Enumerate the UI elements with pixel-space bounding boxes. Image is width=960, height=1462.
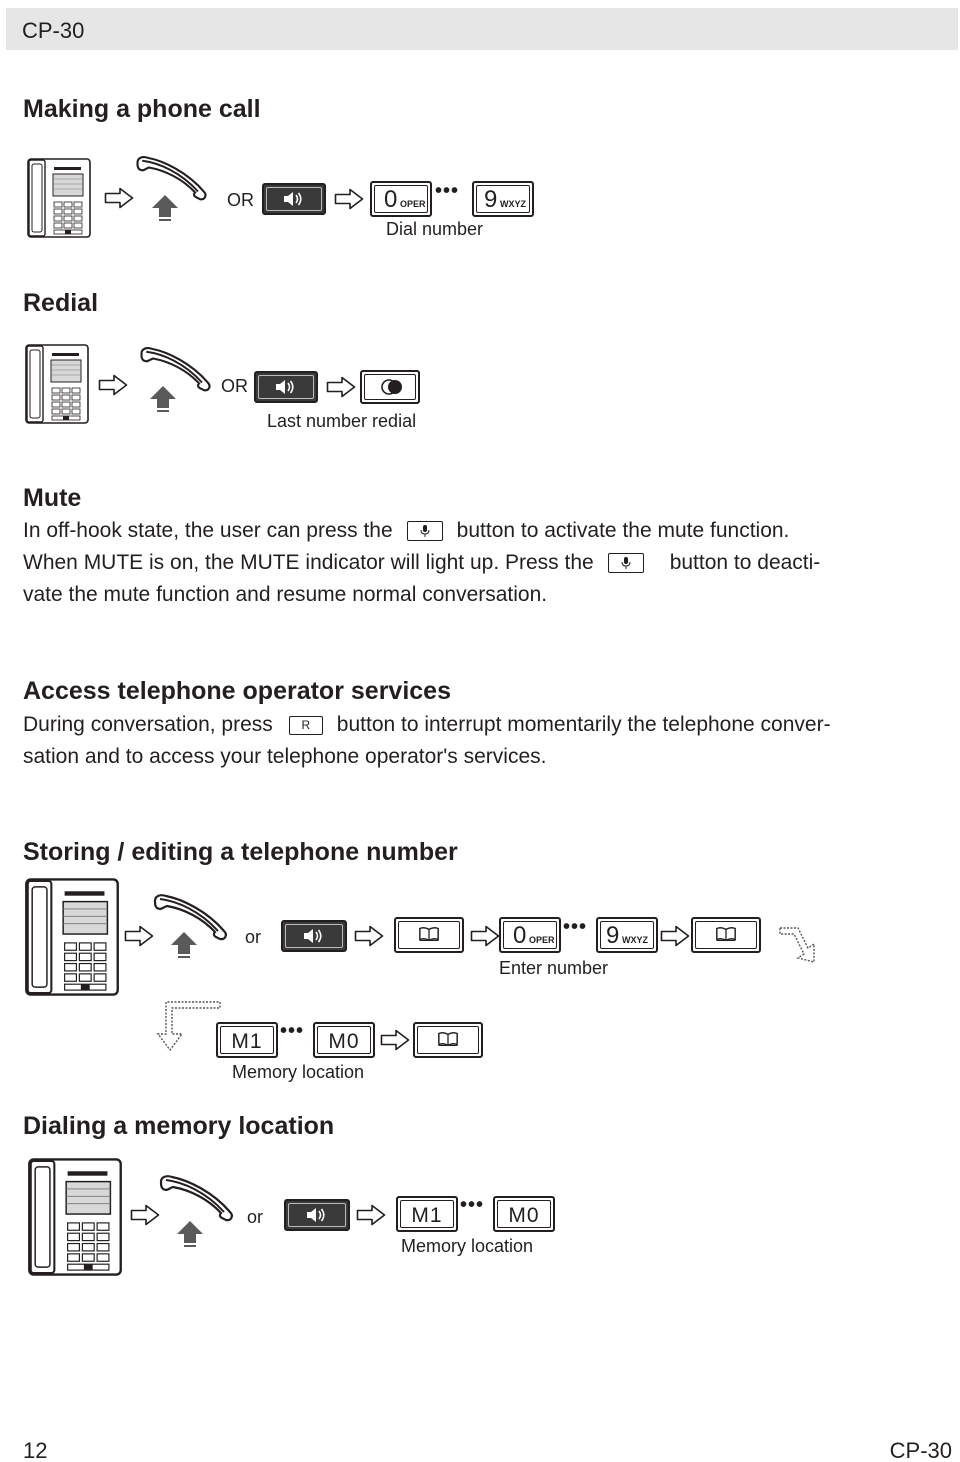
caption-memory-location: Memory location [401,1236,534,1256]
speaker-icon [304,1205,330,1225]
page-number: 12 [23,1438,48,1462]
header-title: CP-30 [22,18,85,43]
speaker-key [254,371,318,403]
desk-phone-icon [24,878,120,996]
next-arrow-icon [660,925,690,947]
continue-return-arrow-icon [156,1001,221,1052]
or-label: OR [227,190,254,210]
operator-line-1-post: button to interrupt momentarily the tele… [336,713,831,736]
memory-key-m0: M0 [493,1196,555,1232]
caption-enter-number: Enter number [499,958,609,978]
caption-last-number-redial: Last number redial [267,411,417,431]
key-0-oper: 0 OPER [499,917,561,953]
caption-dial-number: Dial number [386,219,484,239]
next-arrow-icon [334,188,364,210]
microphone-icon [620,556,632,570]
key-letters: WXYZ [500,199,526,209]
book-icon [418,925,440,943]
range-dots: ••• [280,1020,305,1042]
next-arrow-icon [104,187,134,209]
key-0-oper: 0 OPER [370,181,432,217]
memory-key-m1: M1 [216,1022,278,1058]
memory-key-label: M1 [411,1204,443,1227]
section-title-operator: Access telephone operator services [23,677,451,705]
section-title-mute: Mute [23,484,82,512]
book-icon [715,925,737,943]
key-letters: OPER [529,935,555,945]
or-label: OR [221,376,248,396]
operator-line-2: sation and to access your telephone oper… [23,745,547,768]
redial-icon [381,379,402,395]
range-dots: ••• [435,180,460,202]
lift-up-arrow-icon [150,193,180,223]
next-arrow-icon [354,925,384,947]
desk-phone-icon [27,1158,123,1276]
key-letters: OPER [400,199,426,209]
mute-line-2-post: button to deacti- [669,551,821,574]
redial-key [360,370,420,404]
memory-key-label: M1 [231,1030,263,1053]
key-digit: 0 [513,922,527,949]
desk-phone-icon [25,344,89,424]
memory-key-m0: M0 [313,1022,375,1058]
section-title-redial: Redial [23,289,99,317]
next-arrow-icon [380,1029,410,1051]
section-title-dialing-memory: Dialing a memory location [23,1112,335,1140]
mute-line-1-post: button to activate the mute function. [456,519,790,542]
next-arrow-icon [326,376,356,398]
book-icon [437,1030,459,1048]
lift-up-arrow-icon [175,1219,205,1249]
microphone-icon [419,524,431,538]
mute-paragraph: In off-hook state, the user can press th… [23,515,953,611]
speaker-key [284,1199,350,1231]
mute-line-1: In off-hook state, the user can press th… [23,515,953,547]
mute-line-1-pre: In off-hook state, the user can press th… [23,519,393,542]
next-arrow-icon [130,1204,160,1226]
key-digit: 9 [606,922,620,949]
or-label: or [245,927,262,947]
r-key: R [288,715,323,735]
speaker-key [281,920,347,952]
mute-line-3: vate the mute function and resume normal… [23,583,548,606]
section-title-storing: Storing / editing a telephone number [23,838,458,866]
key-letters: WXYZ [622,935,648,945]
mute-line-2: When MUTE is on, the MUTE indicator will… [23,547,953,579]
mute-key [406,521,443,542]
continue-down-arrow-icon [779,927,815,963]
mute-key [607,553,644,574]
or-label: or [247,1207,264,1227]
operator-line-1-pre: During conversation, press [23,713,273,736]
handset-icon [158,1174,238,1224]
lift-up-arrow-icon [169,930,199,960]
speaker-icon [281,189,307,209]
desk-phone-icon [27,158,91,238]
range-dots: ••• [460,1194,485,1216]
phonebook-key [691,917,761,953]
key-9-wxyz: 9 WXYZ [596,917,658,953]
speaker-icon [301,926,327,946]
next-arrow-icon [356,1204,386,1226]
next-arrow-icon [98,374,128,396]
range-dots: ••• [563,916,588,938]
next-arrow-icon [470,925,500,947]
speaker-key [262,183,326,215]
phonebook-key [413,1022,483,1058]
lift-up-arrow-icon [148,384,178,414]
caption-memory-location: Memory location [232,1062,365,1082]
key-9-wxyz: 9 WXYZ [472,181,534,217]
footer-product: CP-30 [889,1438,952,1462]
section-title-making-call: Making a phone call [23,95,261,123]
memory-key-label: M0 [508,1204,540,1227]
memory-key-m1: M1 [396,1196,458,1232]
key-digit: 0 [384,186,398,213]
memory-key-label: M0 [328,1030,360,1053]
speaker-icon [273,377,299,397]
next-arrow-icon [124,925,154,947]
key-digit: 9 [484,186,498,213]
header-bar [6,8,958,50]
phonebook-key [394,917,464,953]
mute-line-2-pre: When MUTE is on, the MUTE indicator will… [23,551,594,574]
